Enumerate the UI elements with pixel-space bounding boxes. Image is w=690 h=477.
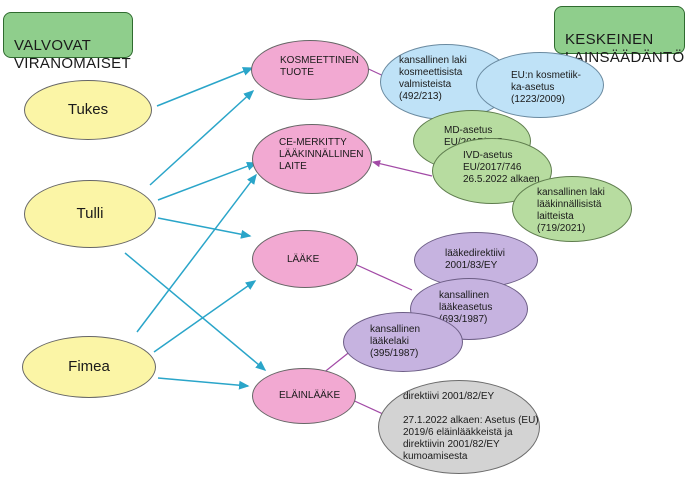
authority-tukes-label: Tukes xyxy=(67,101,109,118)
arrow-fimea-elainlaake xyxy=(157,377,250,390)
authority-fimea-label: Fimea xyxy=(68,358,110,375)
arrow-fimea-laake xyxy=(153,280,257,353)
arrow-fimea-laite xyxy=(136,173,257,333)
law-device-national: kansallinen laki lääkinnällisistä laitte… xyxy=(512,176,632,242)
arrow-tulli-kosmeettinen xyxy=(149,89,255,186)
arrow-tulli-laite xyxy=(157,161,258,201)
arrow-tulli-laake xyxy=(157,217,252,239)
arrow-tukes-kosmeettinen xyxy=(156,67,254,107)
law-medicine-directive-text: lääkedirektiivi 2001/83/EY xyxy=(445,248,506,271)
product-medical-device: CE-MERKITTY LÄÄKINNÄLLINEN LAITE xyxy=(252,124,372,194)
law-medicine-act: kansallinen lääkelaki (395/1987) xyxy=(343,312,463,372)
arrow-tulli-elainlaake xyxy=(124,252,267,371)
law-cosmetics-national: kansallinen laki kosmeettisista valmiste… xyxy=(380,44,512,120)
authority-fimea: Fimea xyxy=(22,336,156,398)
law-veterinary-directive: direktiivi 2001/82/EY 27.1.2022 alkaen: … xyxy=(378,380,540,474)
law-cosmetics-national-text: kansallinen laki kosmeettisista valmiste… xyxy=(399,55,467,102)
law-cosmetics-eu-text: EU:n kosmetiik- ka-asetus (1223/2009) xyxy=(511,70,582,105)
law-medicine-act-text: kansallinen lääkelaki (395/1987) xyxy=(370,324,421,359)
authority-tulli-label: Tulli xyxy=(76,205,104,222)
law-device-national-text: kansallinen laki lääkinnällisistä laitte… xyxy=(537,187,605,234)
header-key-legislation: KESKEINEN LAINSÄÄDÄNTÖ xyxy=(554,6,685,66)
header-supervising-authorities: VALVOVAT VIRANOMAISET xyxy=(3,12,133,72)
header-left-text: VALVOVAT VIRANOMAISET xyxy=(14,37,131,72)
arrow-medicine-law xyxy=(346,260,413,291)
law-veterinary-text: direktiivi 2001/82/EY 27.1.2022 alkaen: … xyxy=(403,391,539,462)
law-ivd-text: IVD-asetus EU/2017/746 26.5.2022 alkaen xyxy=(463,150,540,185)
authority-tulli: Tulli xyxy=(24,180,156,248)
header-right-text: KESKEINEN LAINSÄÄDÄNTÖ xyxy=(565,31,685,66)
law-medicine-decree-text: kansallinen lääkeasetus (693/1987) xyxy=(439,290,493,325)
product-medical-device-label: CE-MERKITTY LÄÄKINNÄLLINEN LAITE xyxy=(279,137,364,172)
product-veterinary-medicine: ELÄINLÄÄKE xyxy=(252,368,356,424)
product-medicine-label: LÄÄKE xyxy=(287,254,320,265)
product-cosmetic: KOSMEETTINEN TUOTE xyxy=(251,40,369,100)
product-cosmetic-label: KOSMEETTINEN TUOTE xyxy=(280,55,359,78)
product-veterinary-label: ELÄINLÄÄKE xyxy=(279,390,341,401)
authority-tukes: Tukes xyxy=(24,80,152,140)
arrow-device-law xyxy=(371,160,433,177)
law-cosmetics-eu: EU:n kosmetiik- ka-asetus (1223/2009) xyxy=(476,52,604,118)
product-medicine: LÄÄKE xyxy=(252,230,358,288)
